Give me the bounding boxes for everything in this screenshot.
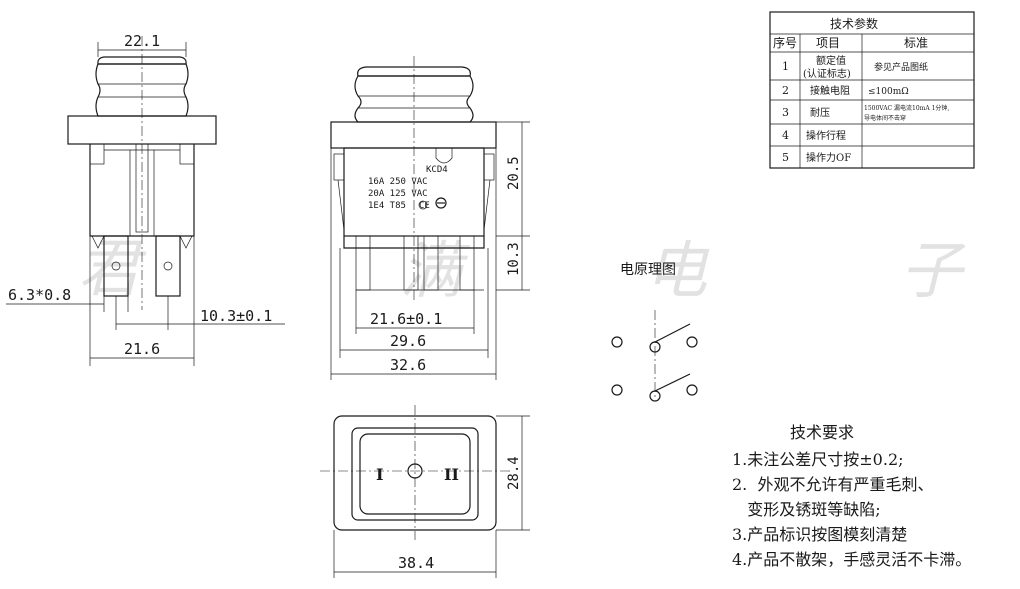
spec-row-std: ≤100mΩ — [868, 87, 909, 97]
dim-frame-width: 32.6 — [390, 356, 426, 374]
spec-row-item-sub: (认证标志) — [803, 67, 851, 80]
front-flange — [330, 121, 497, 149]
side-cap-top — [97, 56, 187, 65]
contact-icon — [686, 384, 698, 396]
spec-header-std: 标准 — [904, 36, 928, 50]
requirement-line: 变形及锈斑等缺陷; — [732, 500, 881, 519]
dim-bottom-width: 21.6 — [124, 340, 160, 358]
off-symbol: I — [376, 465, 383, 484]
circle-symbol-icon — [407, 463, 423, 479]
dim-terminal-pitch: 10.3±0.1 — [200, 307, 272, 325]
front-cap-top — [357, 66, 471, 77]
requirement-line: 4.产品不散架，手感灵活不卡滞。 — [732, 550, 971, 569]
spec-row-no: 5 — [782, 151, 789, 164]
dim-terminal-height: 10.3 — [506, 242, 522, 276]
spec-row-std: 参见产品图纸 — [874, 61, 928, 73]
spec-table: 技术参数 序号 项目 标准 1 额定值 (认证标志) 参见产品图纸 2 接触电阻… — [769, 11, 975, 169]
certification-mark-icon — [435, 197, 447, 209]
technical-requirements: 技术要求 1.未注公差尺寸按±0.2; 2. 外观不允许有严重毛刺、 变形及锈斑… — [732, 423, 971, 569]
marking-rating-2: 20A 125 VAC — [368, 189, 428, 199]
requirement-line: 3.产品标识按图模刻清楚 — [732, 525, 907, 544]
marking-model: KCD4 — [426, 165, 448, 175]
watermark-char: 子 — [900, 234, 966, 307]
contact-icon — [611, 384, 623, 396]
front-view: KCD4 16A 250 VAC 20A 125 VAC 1E4 T85 CE … — [330, 56, 530, 380]
watermark: 君 满 电 子 — [78, 232, 966, 307]
spec-row-no: 3 — [782, 106, 789, 119]
spec-row-item: 耐压 — [810, 106, 830, 119]
spec-row-std: 1500VAC 漏电流10mA 1分钟, — [864, 104, 949, 112]
dim-terminal-pitch-front: 21.6±0.1 — [370, 310, 442, 328]
dim-body-height: 20.5 — [506, 156, 522, 190]
marking-rating-3: 1E4 T85 — [368, 201, 406, 211]
ce-mark-icon: CE — [418, 200, 430, 211]
spec-row-no: 4 — [782, 129, 789, 142]
top-view: I II 28.4 38.4 — [320, 405, 530, 578]
spec-table-title: 技术参数 — [830, 16, 878, 31]
svg-text:CE: CE — [419, 201, 430, 211]
spec-row-item: 操作力OF — [806, 151, 851, 164]
spec-header-item: 项目 — [816, 36, 840, 50]
watermark-char: 电 — [645, 234, 710, 307]
spec-row-no: 2 — [782, 84, 789, 97]
requirement-line: 1.未注公差尺寸按±0.2; — [732, 450, 904, 469]
spec-row-item: 操作行程 — [806, 129, 846, 142]
watermark-char: 满 — [400, 234, 471, 307]
top-frame — [333, 415, 497, 531]
contact-icon — [686, 336, 698, 348]
spec-row-item: 额定值 — [816, 54, 846, 67]
spec-row-no: 1 — [782, 60, 789, 73]
spec-header-no: 序号 — [773, 35, 797, 50]
circuit-title: 电原理图 — [620, 262, 676, 278]
marking-rating-1: 16A 250 VAC — [368, 177, 428, 187]
circuit-diagram: 电原理图 — [611, 262, 698, 402]
dim-top-height: 28.4 — [506, 456, 522, 490]
requirements-title: 技术要求 — [790, 423, 854, 442]
side-view: 22.1 6.3*0.8 10.3±0.1 21.6 — [6, 32, 285, 366]
requirement-line: 2. 外观不允许有严重毛刺、 — [732, 475, 933, 494]
dim-terminal-size: 6.3*0.8 — [8, 286, 71, 304]
dim-body-width: 29.6 — [390, 332, 426, 350]
side-terminal-right — [155, 235, 181, 297]
contact-icon — [611, 336, 623, 348]
on-symbol: II — [444, 465, 459, 484]
spec-row-std-2: 导电体间不击穿 — [864, 114, 906, 122]
dim-top-width-view: 38.4 — [398, 554, 434, 572]
spec-row-item: 接触电阻 — [810, 84, 850, 97]
dim-top-width: 22.1 — [124, 32, 160, 50]
